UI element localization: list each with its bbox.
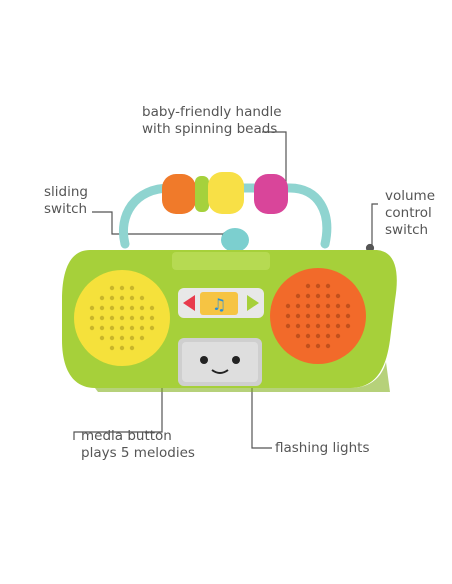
speaker-hole [325,333,331,339]
speaker-hole [305,313,311,319]
speaker-hole [325,293,331,299]
label-flashing-lights: flashing lights [275,440,370,456]
speaker-hole [109,315,115,321]
speaker-hole [109,285,115,291]
speaker-hole [305,323,311,329]
speaker-hole [119,295,125,301]
speaker-hole [89,305,95,311]
speaker-hole [315,343,321,349]
speaker-hole [139,325,145,331]
speaker-hole [109,335,115,341]
speaker-hole [99,295,105,301]
speaker-hole [305,283,311,289]
speaker-hole [305,303,311,309]
speaker-hole [99,315,105,321]
speaker-hole [335,333,341,339]
label-sliding-switch: sliding switch [44,184,88,217]
speaker-hole [295,293,301,299]
speaker-hole [305,343,311,349]
label-handle: baby-friendly handle with spinning beads [142,104,282,137]
speaker-hole [119,305,125,311]
speaker-hole [335,293,341,299]
label-volume-control: volume control switch [385,188,436,238]
smiley-face-icon [200,356,240,374]
speaker-hole [325,303,331,309]
bead-green [195,176,209,212]
handle-leader-line [262,131,287,186]
speaker-right [270,268,366,364]
flashing-lights [178,338,262,386]
speaker-left [74,270,170,366]
arrow-right-icon [247,295,259,311]
music-note-icon: ♫ [212,295,226,314]
speaker-hole [325,313,331,319]
speaker-hole [315,323,321,329]
speaker-hole [139,315,145,321]
speaker-hole [109,295,115,301]
speaker-hole [89,325,95,331]
speaker-hole [285,313,291,319]
speaker-hole [109,325,115,331]
speaker-hole [295,313,301,319]
speaker-hole [149,305,155,311]
switch-leader-line [92,211,224,235]
speaker-hole [139,295,145,301]
speaker-hole [99,305,105,311]
spinning-beads [162,172,288,214]
speaker-hole [129,315,135,321]
bead-pink [254,174,288,214]
speaker-hole [325,283,331,289]
speaker-hole [315,333,321,339]
speaker-hole [119,335,125,341]
speaker-hole [99,335,105,341]
speaker-hole [129,325,135,331]
speaker-hole [335,323,341,329]
speaker-hole [139,335,145,341]
volume-leader-line [371,203,378,246]
speaker-hole [315,303,321,309]
speaker-hole [119,315,125,321]
speaker-hole [335,313,341,319]
speaker-hole [129,295,135,301]
speaker-hole [305,293,311,299]
speaker-hole [335,303,341,309]
speaker-hole [345,303,351,309]
speaker-hole [295,333,301,339]
speaker-hole [315,283,321,289]
speaker-hole [119,345,125,351]
lights-leader-line [251,378,272,449]
bead-orange [162,174,196,214]
speaker-hole [305,333,311,339]
speaker-hole [99,325,105,331]
sliding-switch[interactable] [221,228,249,252]
label-media-button: media button plays 5 melodies [81,428,195,461]
speaker-hole [139,305,145,311]
speaker-hole [325,343,331,349]
speaker-hole [295,323,301,329]
speaker-hole [129,335,135,341]
speaker-hole [119,325,125,331]
bead-yellow [208,172,244,214]
speaker-hole [149,325,155,331]
speaker-hole [119,285,125,291]
media-button[interactable]: ♫ [178,288,264,318]
speaker-hole [109,345,115,351]
speaker-hole [109,305,115,311]
arrow-left-icon [183,295,195,311]
speaker-hole [129,285,135,291]
speaker-hole [295,303,301,309]
speaker-hole [89,315,95,321]
speaker-hole [129,345,135,351]
speaker-hole [315,293,321,299]
speaker-hole [345,313,351,319]
speaker-hole [345,323,351,329]
speaker-hole [285,323,291,329]
speaker-hole [149,315,155,321]
speaker-hole [129,305,135,311]
speaker-hole [285,303,291,309]
speaker-hole [315,313,321,319]
speaker-hole [325,323,331,329]
